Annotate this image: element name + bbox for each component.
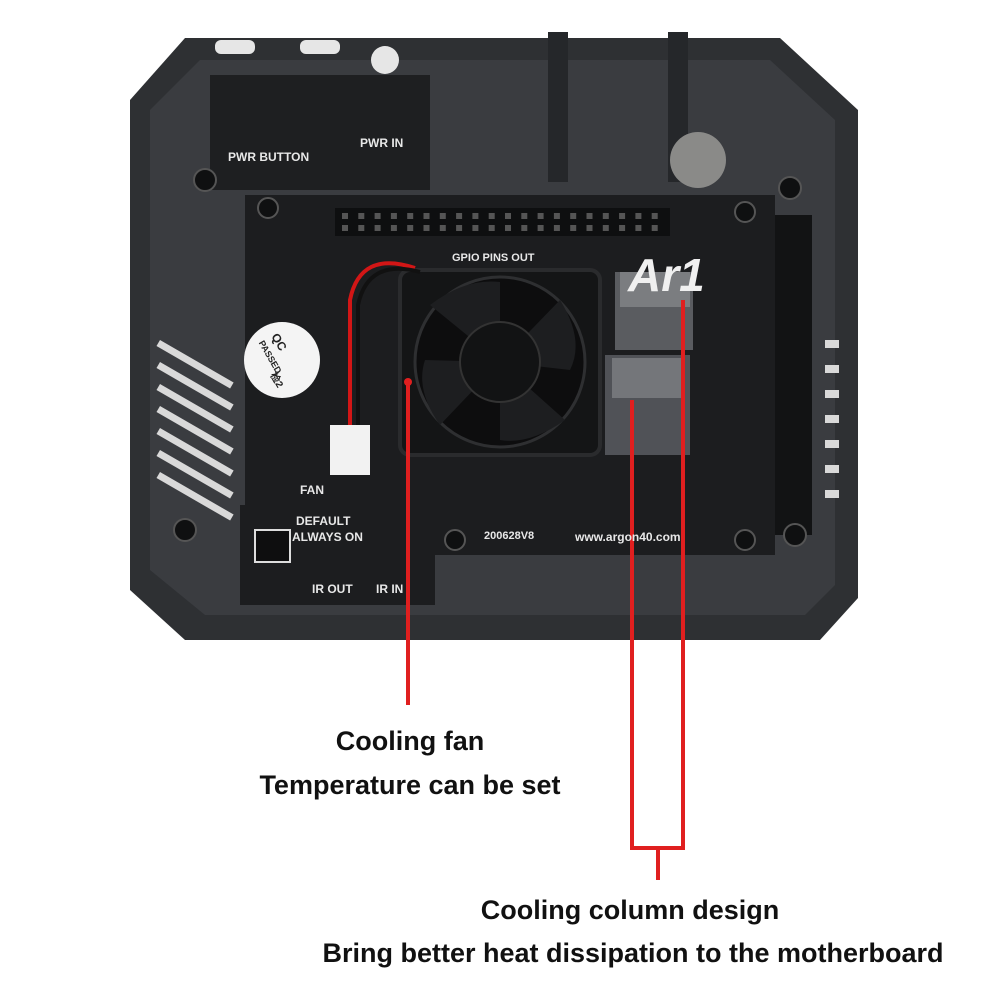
gpio-pin [553,213,560,219]
gpio-pin [374,225,381,231]
gpio-pin [505,225,511,231]
gpio-pin [570,213,577,219]
gpio-pin [586,213,593,219]
gpio-pin [472,225,479,231]
gpio-pin [342,225,348,231]
default-label: DEFAULT [296,514,351,528]
gpio-pin [586,225,593,231]
magnet [670,132,726,188]
gpio-pin [407,225,414,231]
gpio-pin [619,213,626,219]
gpio-pin [521,213,528,219]
pwr-button-label: PWR BUTTON [228,150,310,164]
gpio-pin [472,213,479,219]
case-post [548,32,568,182]
fan-wire-black [356,266,421,430]
pwr-in-label: PWR IN [360,136,404,150]
cooling-column-upper-top [620,272,690,307]
mode-switch [254,529,291,563]
gpio-pin [488,213,495,219]
gpio-pin [651,213,658,219]
gpio-pin [570,225,577,231]
ir-in-label: IR IN [376,582,404,596]
screws [173,168,807,551]
power-board [210,75,430,190]
cooling-column-lower-top [612,358,684,398]
gpio-pin [407,213,414,219]
gpio-pin [537,213,544,219]
gpio-pin [488,225,495,231]
fan-wire-red [348,261,416,430]
gpio-pin [358,213,365,219]
gpio-pin [374,213,381,219]
gpio-header [335,208,670,236]
qc-sticker [244,322,320,398]
gpio-pin [423,213,430,219]
gpio-pins [342,213,658,231]
right-vents [825,340,839,498]
case-slot [215,40,255,54]
column-caption-subtitle: Bring better heat dissipation to the mot… [322,938,944,968]
gpio-pin [505,213,511,219]
gpio-pin [390,213,397,219]
fan-caption-title: Cooling fan [335,726,485,756]
gpio-pin [342,213,348,219]
gpio-pin [635,213,642,219]
ir-out-label: IR OUT [312,582,353,596]
case-hole [371,46,399,74]
gpio-pin [456,225,463,231]
gpio-pin [521,225,528,231]
gpio-pin [390,225,397,231]
fan-caption-subtitle: Temperature can be set [259,770,561,800]
logo-text: Ar1 [628,249,705,301]
column-caption-title: Cooling column design [480,895,780,925]
case-slot [300,40,340,54]
fan-label: FAN [300,483,324,497]
gpio-pin [619,225,626,231]
gpio-pin [439,213,446,219]
fan-callout-dot [404,378,412,386]
version-label: 200628V8 [484,530,535,542]
side-header [772,215,812,535]
gpio-pin [651,225,658,231]
gpio-pin [602,225,609,231]
always-on-label: ALWAYS ON [292,530,363,544]
left-vents [156,340,234,521]
fan-hub [459,321,541,403]
gpio-pin [423,225,430,231]
gpio-pin [553,225,560,231]
fan-connector [330,425,370,475]
gpio-pin [635,225,642,231]
gpio-pin [537,225,544,231]
gpio-pin [456,213,463,219]
gpio-pin [439,225,446,231]
website-label: www.argon40.com [575,530,681,544]
gpio-label: GPIO PINS OUT [452,252,535,264]
gpio-pin [602,213,609,219]
gpio-pin [358,225,365,231]
